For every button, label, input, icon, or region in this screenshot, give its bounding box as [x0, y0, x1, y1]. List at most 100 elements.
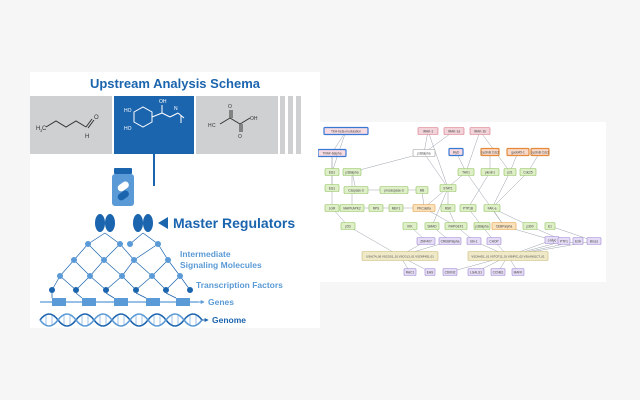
network-node-label: CHOP: [489, 239, 498, 243]
network-node-box: [412, 149, 436, 157]
network-node[interactable]: RAC1: [403, 268, 417, 276]
network-edge: [351, 152, 425, 173]
network-node[interactable]: MyD: [448, 147, 464, 157]
network-node[interactable]: E2A: [572, 237, 584, 245]
network-node[interactable]: CCNB1: [490, 268, 506, 276]
network-node[interactable]: VSCHAD1_01 VSTCF12_01 VSNFIC_02 VSUAN01C…: [467, 251, 549, 261]
network-node-box: [511, 268, 525, 276]
network-node-label: MAPKAPK2: [343, 206, 360, 210]
network-node[interactable]: cyclinB Cdc1: [480, 147, 500, 157]
network-node[interactable]: procaspase-3: [379, 186, 409, 194]
network-node[interactable]: c-Myc: [544, 236, 560, 244]
network-node-box: [424, 222, 440, 230]
network-edge: [427, 130, 449, 189]
network-edge: [423, 152, 449, 189]
network-node-label: USALT4_06 VSCGS1_01 VSCGL3_01 VSZNF402_0…: [366, 254, 434, 258]
network-node[interactable]: RSK: [440, 204, 456, 212]
network-node-box: [469, 127, 491, 135]
network-node[interactable]: p38alpha: [342, 168, 362, 176]
network-node[interactable]: Elk-1: [466, 237, 482, 245]
network-node[interactable]: SMAD: [424, 222, 440, 230]
network-node-box: [491, 222, 517, 230]
acid-methyl-c-label: C: [212, 123, 216, 129]
network-node-box: [368, 204, 384, 212]
network-node-label: FAK-a: [488, 206, 497, 210]
network-node-box: [402, 222, 418, 230]
network-node[interactable]: CDKN2: [442, 268, 458, 276]
network-node[interactable]: IRAK-1: [417, 127, 439, 135]
network-node-label: SMAD: [427, 224, 437, 228]
network-node[interactable]: LGR: [324, 204, 340, 212]
network-node[interactable]: E1: [544, 222, 556, 230]
network-node[interactable]: USALT4_06 VSCGS1_01 VSCGL3_01 VSZNF402_0…: [361, 251, 439, 261]
network-node[interactable]: Cdc25: [519, 168, 537, 176]
network-node[interactable]: MAPKAPK2: [339, 204, 365, 212]
network-node[interactable]: STAT1: [439, 184, 457, 192]
network-edge: [491, 171, 511, 209]
network-node[interactable]: ZNF407: [416, 237, 436, 245]
network-node-label: EHS: [427, 270, 434, 274]
network-node[interactable]: p300: [522, 222, 538, 230]
network-node[interactable]: EHS: [424, 268, 436, 276]
network-node[interactable]: CREBPalpha: [438, 237, 462, 245]
network-node[interactable]: CEBPalpha: [491, 222, 517, 230]
network-node[interactable]: Ets1: [324, 168, 340, 176]
network-node-box: [323, 126, 369, 136]
network-node[interactable]: TRAF-6alpha: [317, 148, 347, 158]
acid-oh-label: OH: [250, 116, 258, 122]
acid-o-label: O: [238, 134, 242, 140]
network-node-label: E2A: [575, 239, 582, 243]
methyl-sub-label: 3: [40, 128, 43, 133]
network-node[interactable]: PTF1: [557, 237, 571, 245]
network-node[interactable]: gadd45-1: [506, 147, 530, 157]
network-node[interactable]: PTP1B: [459, 204, 477, 212]
network-node[interactable]: p38alpha: [412, 149, 436, 157]
network-node[interactable]: p38alpha: [473, 222, 491, 230]
molecule-box-center: HO HO OH N: [114, 96, 194, 154]
network-node[interactable]: IkB: [415, 186, 429, 194]
network-node[interactable]: plexin1: [480, 168, 500, 176]
molecule-box-left: O H H 3 C: [30, 96, 112, 154]
network-node[interactable]: IKK: [402, 222, 418, 230]
network-node-label: CCNB1: [493, 270, 504, 274]
network-node[interactable]: p21: [503, 168, 517, 176]
genes-row: [40, 292, 205, 306]
network-node-label: TRAF-6alpha: [323, 151, 342, 155]
network-node-label: LGALS1: [470, 270, 482, 274]
network-node-box: [324, 168, 340, 176]
network-node-box: [480, 147, 500, 157]
network-node-label: RSK: [445, 206, 452, 210]
network-node[interactable]: RPS: [368, 204, 384, 212]
network-node-box: [467, 268, 485, 276]
network-node[interactable]: PKCdelta: [412, 204, 436, 212]
oh-label: OH: [159, 99, 167, 105]
network-node[interactable]: Ets1: [324, 184, 340, 192]
network-node[interactable]: RAPGEF1: [444, 222, 468, 230]
network-node[interactable]: Brca1: [586, 237, 602, 245]
network-node-box: [457, 168, 475, 176]
network-node-label: Ets1: [329, 186, 336, 190]
network-node[interactable]: MEF1: [388, 204, 404, 212]
intermediate-label-2: Signaling Molecules: [180, 260, 262, 270]
network-node-label: RAC1: [406, 270, 415, 274]
network-node[interactable]: CHOP: [486, 237, 502, 245]
network-node[interactable]: TKA-beta-modulation: [323, 126, 369, 136]
network-node-label: CREBPalpha: [441, 239, 460, 243]
network-node[interactable]: TAK1: [457, 168, 475, 176]
network-node-label: MEF1: [392, 206, 401, 210]
network-node[interactable]: Caspase-3: [343, 186, 369, 194]
network-node[interactable]: cyclinB Cdc1: [530, 147, 550, 157]
network-node-label: IkB: [420, 188, 425, 192]
genome-label: Genome: [212, 315, 246, 325]
network-node-label: ZNF407: [420, 239, 432, 243]
network-node[interactable]: IRAK-1a: [443, 127, 465, 135]
network-node[interactable]: FAK-a: [483, 204, 501, 212]
network-node-box: [483, 204, 501, 212]
network-node[interactable]: p53: [340, 222, 356, 230]
network-node-box: [448, 147, 464, 157]
network-node-label: Ets1: [329, 170, 336, 174]
network-node[interactable]: MAFK: [511, 268, 525, 276]
network-node[interactable]: IRAK-1b: [469, 127, 491, 135]
network-node[interactable]: LGALS1: [467, 268, 485, 276]
